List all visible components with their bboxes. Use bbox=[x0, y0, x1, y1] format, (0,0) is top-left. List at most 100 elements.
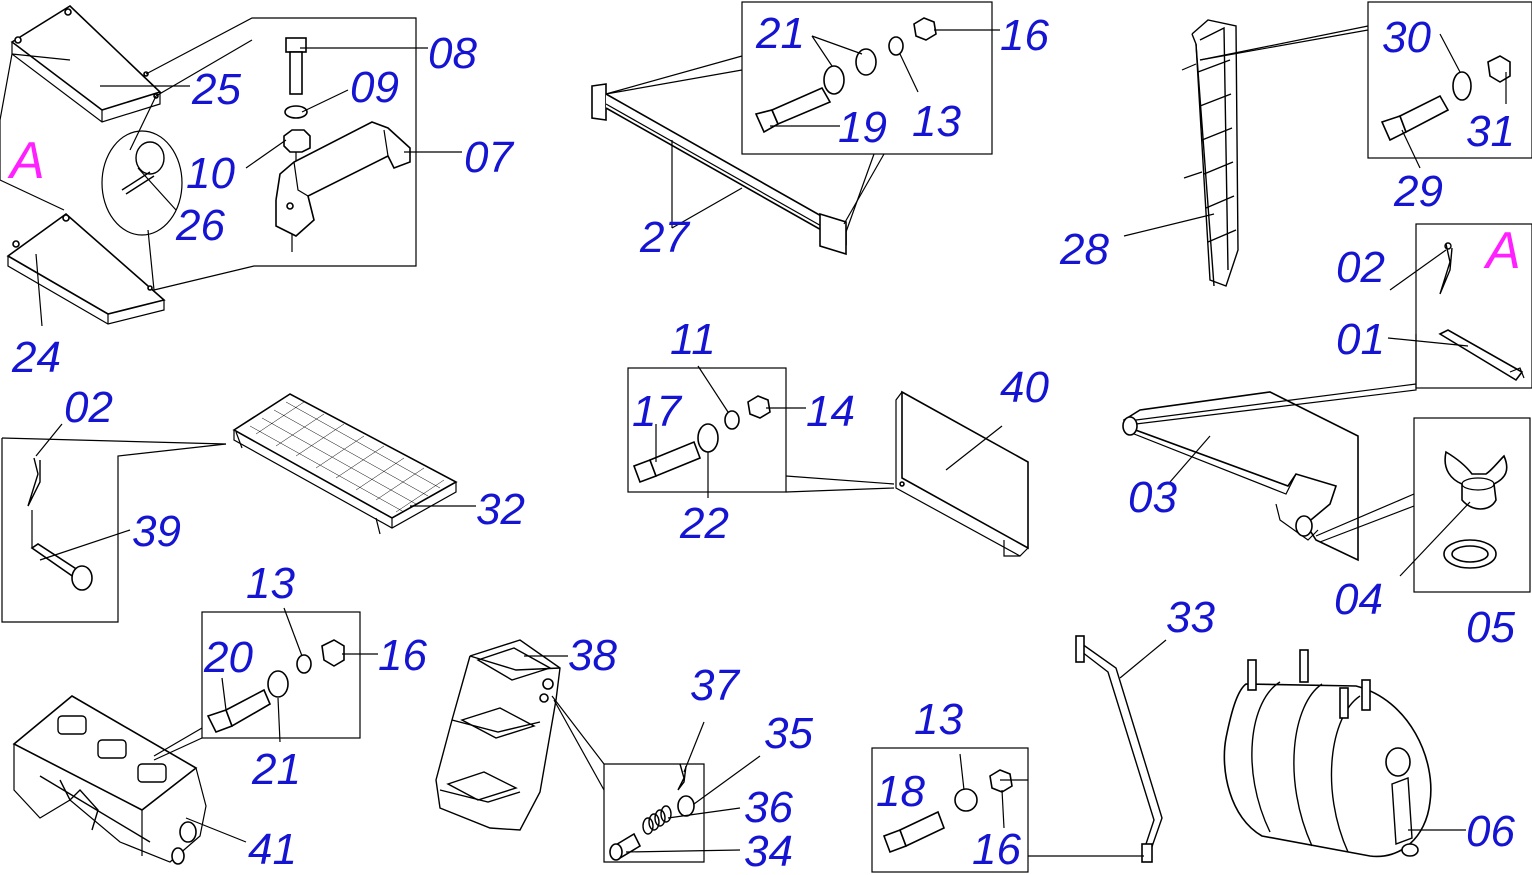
bolt-08 bbox=[285, 37, 307, 53]
pin-detail-frame-39 bbox=[1, 438, 227, 623]
group-tank bbox=[1223, 649, 1466, 858]
washer-21a bbox=[823, 65, 845, 95]
nut-16-frame bbox=[321, 639, 345, 667]
label-13-beam: 13 bbox=[912, 97, 961, 146]
label-11: 11 bbox=[670, 315, 716, 364]
beam-27 bbox=[591, 83, 847, 256]
label-22: 22 bbox=[679, 499, 729, 548]
washer-13-bar bbox=[954, 788, 978, 812]
label-24: 24 bbox=[11, 333, 61, 382]
spring-36 bbox=[642, 805, 672, 835]
group-ladder bbox=[1123, 1, 1532, 287]
label-16-frame: 16 bbox=[378, 631, 427, 680]
label-27: 27 bbox=[639, 213, 690, 262]
label-31: 31 bbox=[1466, 107, 1515, 156]
cap-35 bbox=[677, 795, 695, 817]
ladder-28 bbox=[1181, 19, 1239, 287]
group-bar bbox=[871, 635, 1167, 873]
label-26: 26 bbox=[175, 201, 225, 250]
group-steps bbox=[435, 639, 761, 863]
support-bar-33 bbox=[1075, 635, 1163, 863]
label-30: 30 bbox=[1382, 13, 1431, 62]
washer-13-beam bbox=[888, 36, 904, 56]
washer-21b bbox=[855, 48, 877, 76]
washer-30 bbox=[1452, 71, 1472, 101]
label-06: 06 bbox=[1466, 807, 1515, 856]
label-29: 29 bbox=[1393, 167, 1443, 216]
group-panel bbox=[627, 365, 1029, 557]
lower-cover-plate bbox=[6, 212, 166, 315]
washer-09 bbox=[284, 105, 308, 119]
label-10: 10 bbox=[186, 149, 235, 198]
bolt-kit-frame-1 bbox=[741, 1, 993, 155]
group-covers-handle bbox=[0, 4, 462, 327]
detail-marker-a-right: A bbox=[1483, 222, 1521, 280]
detail-marker-a-left: A bbox=[7, 132, 45, 190]
label-38: 38 bbox=[568, 631, 617, 680]
tank-06 bbox=[1223, 649, 1432, 858]
label-13-frame: 13 bbox=[246, 559, 295, 608]
label-34: 34 bbox=[744, 827, 793, 875]
label-25: 25 bbox=[191, 65, 241, 114]
handle-07 bbox=[275, 121, 411, 237]
group-bracket bbox=[1122, 223, 1532, 593]
panel-40 bbox=[895, 390, 1029, 557]
nut-31 bbox=[1487, 55, 1511, 83]
bolt-kit-frame-3 bbox=[627, 367, 787, 493]
group-beam bbox=[591, 1, 1000, 256]
clip-02 bbox=[1439, 243, 1453, 295]
label-17: 17 bbox=[632, 387, 682, 436]
washer-11 bbox=[724, 410, 740, 430]
label-01: 01 bbox=[1336, 315, 1385, 364]
label-18: 18 bbox=[876, 767, 925, 816]
nut-16-bar bbox=[989, 769, 1013, 793]
grid-platform-32 bbox=[232, 393, 458, 535]
label-40: 40 bbox=[1000, 363, 1049, 412]
frame-41 bbox=[12, 695, 207, 865]
nut-10 bbox=[283, 129, 311, 153]
washer-22 bbox=[697, 423, 719, 453]
label-35: 35 bbox=[764, 709, 813, 758]
bolt-kit-frame-4 bbox=[201, 611, 361, 739]
label-37: 37 bbox=[690, 661, 740, 710]
nut-14 bbox=[747, 395, 771, 419]
clip-02-platform bbox=[27, 457, 41, 507]
label-05: 05 bbox=[1466, 603, 1515, 652]
label-02-bracket: 02 bbox=[1336, 243, 1385, 292]
label-28: 28 bbox=[1059, 225, 1109, 274]
label-33: 33 bbox=[1166, 593, 1215, 642]
washer-13-frame bbox=[296, 654, 312, 674]
group-platform bbox=[1, 393, 476, 623]
label-04: 04 bbox=[1334, 575, 1383, 624]
label-13-bar: 13 bbox=[914, 695, 963, 744]
bracket-03 bbox=[1122, 391, 1359, 562]
label-07: 07 bbox=[464, 133, 514, 182]
label-14: 14 bbox=[806, 387, 855, 436]
label-08: 08 bbox=[428, 29, 477, 78]
group-frame bbox=[12, 607, 378, 865]
detail-a-frame bbox=[1415, 223, 1532, 389]
wing-nut-04 bbox=[1444, 450, 1508, 510]
label-32: 32 bbox=[476, 485, 525, 534]
steps-38 bbox=[435, 639, 561, 831]
label-09: 09 bbox=[350, 63, 399, 112]
pin-detail-frame bbox=[101, 130, 183, 236]
washer-21-frame bbox=[267, 670, 289, 698]
label-20: 20 bbox=[203, 633, 253, 682]
label-16-bar: 16 bbox=[972, 825, 1021, 874]
label-03: 03 bbox=[1128, 473, 1177, 522]
label-41: 41 bbox=[248, 825, 297, 874]
pin-37 bbox=[677, 763, 687, 791]
label-36: 36 bbox=[744, 783, 793, 832]
label-16-beam: 16 bbox=[1000, 11, 1049, 60]
bolt-kit-frame-5 bbox=[871, 747, 1029, 873]
nut-16-beam bbox=[913, 17, 937, 41]
pin-01 bbox=[1438, 329, 1524, 382]
wing-nut-frame bbox=[1413, 417, 1531, 593]
label-02-platform: 02 bbox=[64, 383, 113, 432]
upper-cover-plate bbox=[10, 4, 162, 111]
label-39: 39 bbox=[132, 507, 181, 556]
label-21-frame: 21 bbox=[251, 745, 301, 794]
label-19: 19 bbox=[838, 103, 887, 152]
